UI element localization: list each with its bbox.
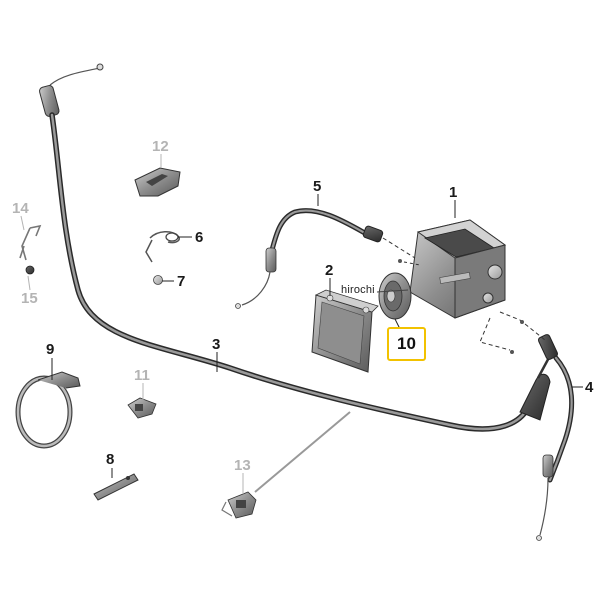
clip-14 (19, 224, 42, 261)
throttle-cable-4 (536, 334, 575, 541)
fastener-11 (127, 397, 157, 419)
callout-leaders (20, 154, 583, 494)
callout-14: 14 (12, 200, 29, 217)
callout-13: 13 (234, 457, 251, 474)
screw-15 (25, 265, 35, 275)
callout-5: 5 (313, 178, 322, 195)
callout-2: 2 (325, 262, 334, 279)
callout-1: 1 (449, 184, 458, 201)
callout-11: 11 (134, 367, 150, 384)
callout-15: 15 (21, 290, 38, 307)
callout-7: 7 (177, 273, 186, 290)
strap-8 (93, 473, 139, 501)
wire-clip-6 (145, 231, 180, 263)
callout-9: 9 (46, 341, 55, 358)
bracket-12 (134, 167, 181, 197)
callout-8: 8 (106, 451, 115, 468)
throttle-housing-1 (409, 219, 507, 319)
pulley-10 (376, 272, 412, 320)
nut-7 (153, 275, 163, 285)
throttle-cable-5 (235, 208, 384, 309)
callout-12: 12 (152, 138, 169, 155)
callout-3: 3 (212, 336, 221, 353)
cable-tie-13 (221, 411, 351, 519)
watermark-text: hirochi (341, 284, 375, 296)
callout-4: 4 (585, 379, 594, 396)
highlighted-callout-10: 10 (387, 327, 426, 361)
callout-6: 6 (195, 229, 204, 246)
cover-2 (311, 289, 379, 373)
hose-clamp-9 (15, 371, 81, 449)
